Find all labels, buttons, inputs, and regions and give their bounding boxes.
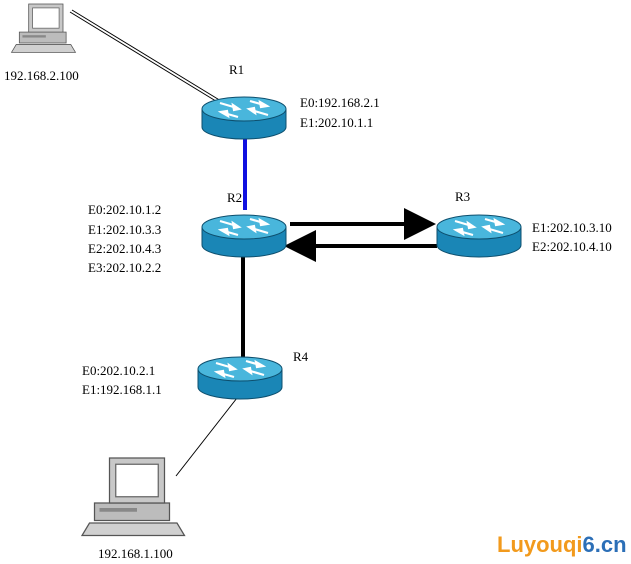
r1-interface-e0: E0:192.168.2.1 (300, 95, 380, 110)
router-r2-name: R2 (227, 190, 242, 205)
bottom-host-ip: 192.168.1.100 (98, 546, 173, 561)
cable-r4-bottom-host (175, 397, 238, 477)
r2-interface-e1: E1:202.10.3.3 (88, 222, 161, 237)
top-host-ip: 192.168.2.100 (4, 68, 79, 83)
top-host-pc-icon (11, 3, 76, 53)
cable-top-host-r1 (71, 9, 227, 105)
r2-interface-e2: E2:202.10.4.3 (88, 241, 161, 256)
router-r1-icon (200, 95, 288, 141)
r3-interface-e1: E1:202.10.3.10 (532, 220, 612, 235)
watermark: Luyouqi6.cn (497, 532, 627, 557)
r2-interface-e0: E0:202.10.1.2 (88, 202, 161, 217)
router-r3-icon (435, 213, 523, 259)
router-r3-name: R3 (455, 189, 470, 204)
router-r1-name: R1 (229, 62, 244, 77)
router-r4-name: R4 (293, 349, 309, 364)
watermark-part2: 6.cn (583, 532, 627, 557)
watermark-part1: Luyouqi (497, 532, 583, 557)
r2-interface-e3: E3:202.10.2.2 (88, 260, 161, 275)
router-r2-icon (200, 213, 288, 259)
bottom-host-pc-icon (81, 457, 186, 537)
r3-interface-e2: E2:202.10.4.10 (532, 239, 612, 254)
r4-interface-e1: E1:192.168.1.1 (82, 382, 162, 397)
r1-interface-e1: E1:202.10.1.1 (300, 115, 373, 130)
r4-interface-e0: E0:202.10.2.1 (82, 363, 155, 378)
cable-top-host-r1-second (69, 11, 225, 107)
router-r4-icon (196, 355, 284, 401)
